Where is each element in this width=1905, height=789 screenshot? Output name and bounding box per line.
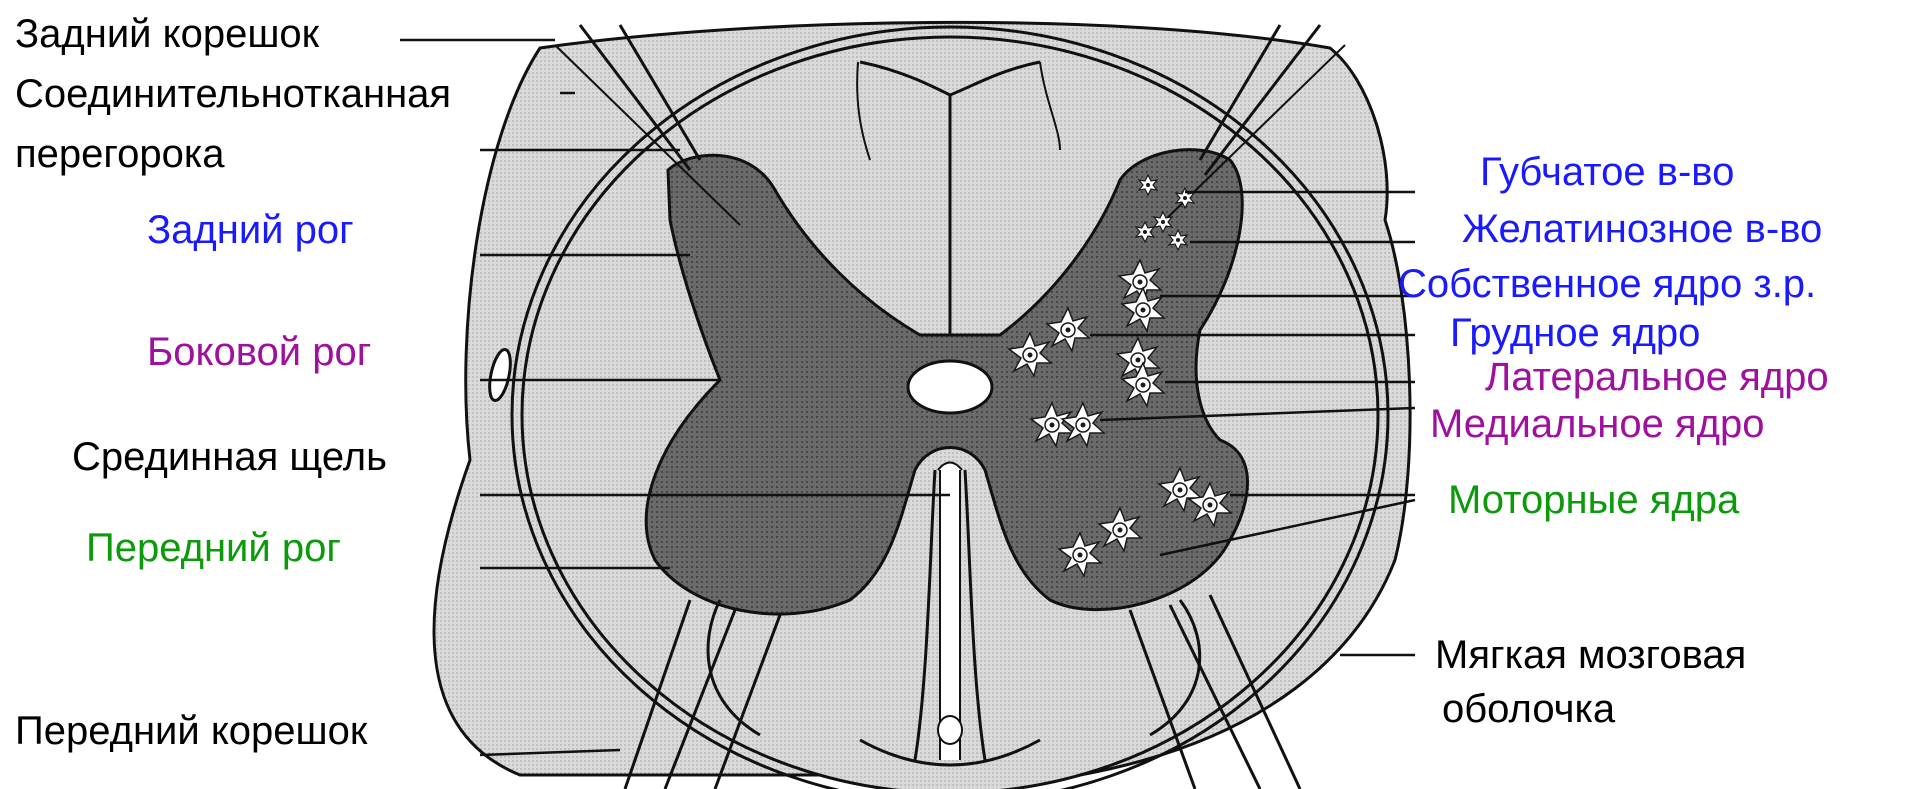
label-septum-line1: Соединительнотканная (15, 72, 451, 116)
label-septum-line2: перегорока (15, 132, 224, 176)
label-ventral-horn: Передний рог (86, 526, 341, 570)
label-thoracic-nucleus: Грудное ядро (1450, 311, 1700, 355)
label-proper-nucleus: Собственное ядро з.р. (1398, 262, 1816, 306)
label-pia-line1: Мягкая мозговая (1435, 633, 1746, 677)
label-median-fissure: Срединная щель (72, 435, 387, 479)
label-medial-nucleus: Медиальное ядро (1430, 402, 1764, 446)
label-lateral-horn: Боковой рог (147, 330, 371, 374)
label-dorsal-root: Задний корешок (15, 12, 319, 56)
label-pia-line2: оболочка (1442, 687, 1615, 731)
label-dorsal-horn: Задний рог (147, 208, 354, 252)
label-lateral-nucleus: Латеральное ядро (1485, 355, 1829, 399)
label-motor-nuclei: Моторные ядра (1448, 478, 1739, 522)
label-spongy: Губчатое в-во (1480, 150, 1734, 194)
label-gelatinous: Желатинозное в-во (1462, 207, 1822, 251)
central-canal (908, 361, 992, 413)
label-ventral-root: Передний корешок (15, 709, 367, 753)
